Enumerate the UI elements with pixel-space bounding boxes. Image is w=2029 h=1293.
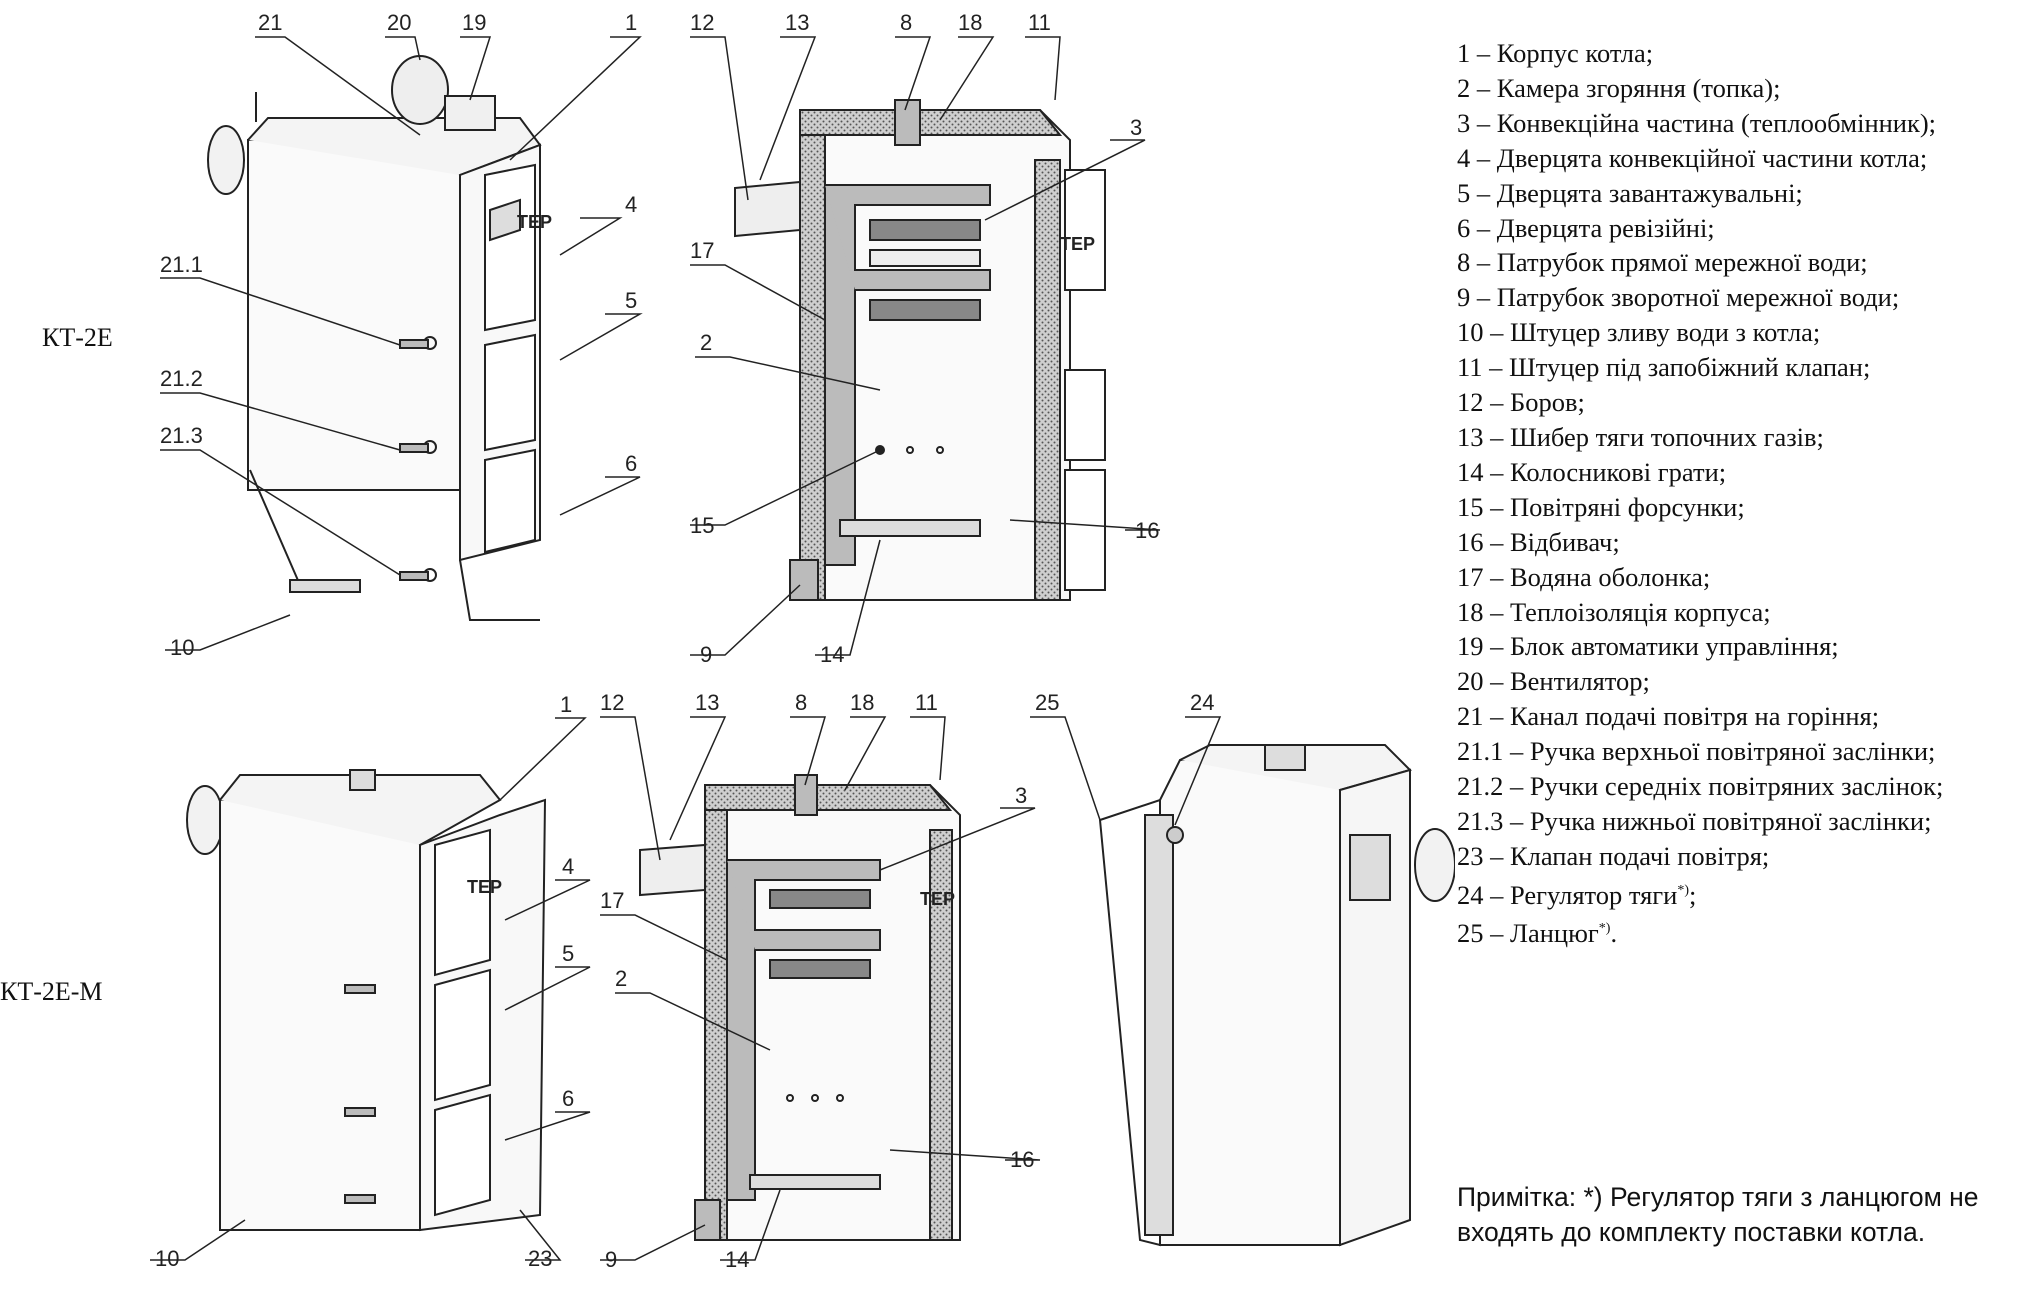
- legend-item-post: ;: [1689, 879, 1697, 910]
- callout: 8: [795, 690, 807, 715]
- brand-mark: ТЕР: [467, 877, 502, 897]
- legend-item: 16 – Відбивач;: [1457, 526, 1620, 557]
- model-label-top: КТ-2Е: [42, 323, 113, 352]
- callout: 11: [1028, 10, 1051, 35]
- callout: 9: [700, 642, 712, 667]
- legend-item-pre: 24 – Регулятор тяги: [1457, 879, 1678, 910]
- boiler-drawing: 21 20 19 1 21.1 4 21.2 5 21.3 6 10 12 13…: [0, 10, 1455, 1272]
- callout: 21: [258, 10, 282, 35]
- legend-item: 17 – Водяна оболонка;: [1457, 561, 1711, 592]
- brand-mark: ТЕР: [1060, 234, 1095, 254]
- callout: 14: [820, 642, 844, 667]
- legend-item: 24 – Регулятор тяги*);: [1457, 874, 2027, 913]
- boiler-exterior-top: [207, 55, 542, 621]
- callouts-bottom-left: 1 4 5 6 10 23: [155, 692, 574, 1271]
- callouts-bottom-right: 25 24: [1035, 690, 1214, 715]
- legend-item: 21.2 – Ручки середніх повітряних засліно…: [1457, 771, 1944, 802]
- boiler-cutaway-bottom: [639, 774, 961, 1241]
- legend-item-pre: 25 – Ланцюг: [1457, 918, 1599, 949]
- callout: 21.1: [160, 252, 203, 277]
- callout: 3: [1130, 115, 1142, 140]
- callouts-top-mid: 12 13 8 18 11 3 17 2 15 16 9 14: [690, 10, 1159, 667]
- callout: 8: [900, 10, 912, 35]
- callout: 19: [462, 10, 486, 35]
- callout: 6: [625, 451, 637, 476]
- boiler-cutaway-top: [734, 99, 1106, 601]
- callout: 4: [625, 192, 637, 217]
- callout: 12: [690, 10, 714, 35]
- boiler-rear-view: [1098, 744, 1455, 1247]
- legend-item: 19 – Блок автоматики управління;: [1457, 631, 1839, 662]
- callout: 16: [1010, 1147, 1034, 1172]
- legend-item: 2 – Камера згоряння (топка);: [1457, 72, 1781, 103]
- callout: 23: [528, 1246, 552, 1271]
- callout: 14: [725, 1247, 749, 1272]
- callouts-top-left: 21 20 19 1 21.1 4 21.2 5 21.3 6 10: [160, 10, 637, 660]
- legend-item: 15 – Повітряні форсунки;: [1457, 491, 1745, 522]
- legend-item: 23 – Клапан подачі повітря;: [1457, 840, 1770, 871]
- callout: 18: [958, 10, 982, 35]
- callout: 2: [700, 330, 712, 355]
- callout: 3: [1015, 783, 1027, 808]
- callout: 12: [600, 690, 624, 715]
- callout: 18: [850, 690, 874, 715]
- callout: 6: [562, 1086, 574, 1111]
- callout: 13: [785, 10, 809, 35]
- legend-item: 21 – Канал подачі повітря на горіння;: [1457, 701, 1880, 732]
- legend-item: 4 – Дверцята конвекційної частини котла;: [1457, 142, 1928, 173]
- callout: 4: [562, 854, 574, 879]
- legend-item: 14 – Колосникові грати;: [1457, 456, 1727, 487]
- callout: 24: [1190, 690, 1214, 715]
- legend-item: 8 – Патрубок прямої мережної води;: [1457, 247, 1868, 278]
- callout: 1: [625, 10, 637, 35]
- footnote: Примітка: *) Регулятор тяги з ланцюгом н…: [1457, 1182, 1979, 1247]
- legend-item: 5 – Дверцята завантажувальні;: [1457, 177, 1803, 208]
- legend-item: 9 – Патрубок зворотної мережної води;: [1457, 282, 1900, 313]
- legend-item: 10 – Штуцер зливу води з котла;: [1457, 317, 1821, 348]
- legend-item: 21.3 – Ручка нижньої повітряної заслінки…: [1457, 805, 1932, 836]
- callout: 20: [387, 10, 411, 35]
- callout: 5: [562, 941, 574, 966]
- legend-item: 1 – Корпус котла;: [1457, 38, 1654, 68]
- callout: 21.2: [160, 366, 203, 391]
- callout: 11: [915, 690, 938, 715]
- legend-item: 20 – Вентилятор;: [1457, 666, 1650, 697]
- callout: 2: [615, 966, 627, 991]
- callout: 1: [560, 692, 572, 717]
- callout: 16: [1135, 518, 1159, 543]
- callout: 21.3: [160, 423, 203, 448]
- callout: 25: [1035, 690, 1059, 715]
- brand-mark: ТЕР: [517, 212, 552, 232]
- boiler-exterior-bottom: [186, 769, 547, 1232]
- callout: 9: [605, 1247, 617, 1272]
- legend-item: 3 – Конвекційна частина (теплообмінник);: [1457, 107, 1937, 138]
- legend-item: 21.1 – Ручка верхньої повітряної заслінк…: [1457, 736, 1936, 767]
- legend-item-sup: *): [1677, 882, 1690, 898]
- legend-item: 13 – Шибер тяги топочних газів;: [1457, 421, 1824, 452]
- legend-item: 12 – Боров;: [1457, 387, 1585, 418]
- legend-item: 25 – Ланцюг*).: [1457, 912, 2027, 951]
- legend-item: 6 – Дверцята ревізійні;: [1457, 212, 1715, 243]
- model-label-bottom: КТ-2Е-М: [0, 977, 103, 1006]
- callout: 17: [690, 238, 714, 263]
- callouts-bottom-mid: 12 13 8 18 11 3 17 2 16 9 14: [600, 690, 1034, 1272]
- callout: 13: [695, 690, 719, 715]
- legend-item: 11 – Штуцер під запобіжний клапан;: [1457, 352, 1871, 383]
- parts-legend: 1 – Корпус котла; 2 – Камера згоряння (то…: [1457, 36, 2027, 951]
- callout: 15: [690, 513, 714, 538]
- callout: 5: [625, 288, 637, 313]
- callout: 10: [170, 635, 194, 660]
- callout: 17: [600, 888, 624, 913]
- legend-item-post: .: [1610, 918, 1618, 949]
- legend-item: 18 – Теплоізоляція корпуса;: [1457, 596, 1771, 627]
- legend-item-sup: *): [1598, 921, 1611, 937]
- brand-mark: ТЕР: [920, 889, 955, 909]
- callout: 10: [155, 1246, 179, 1271]
